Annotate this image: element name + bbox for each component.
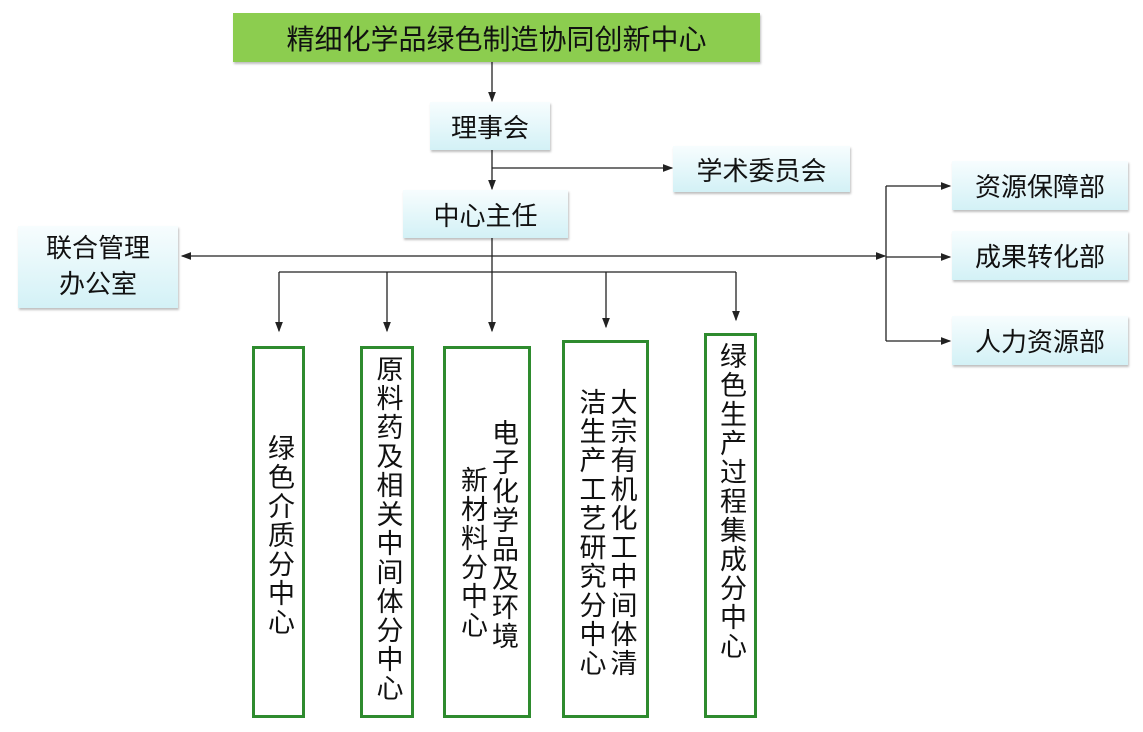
joint-office-box: 联合管理办公室	[18, 226, 178, 308]
department-text: 资源保障部	[974, 173, 1105, 203]
board-text: 理事会	[450, 113, 529, 144]
board-box: 理事会	[430, 102, 550, 150]
sub-center-text: 新材料分中心	[456, 466, 487, 640]
sub-center-text: 绿色介质分中心	[263, 434, 294, 637]
joint-office-text: 联合管理办公室	[45, 233, 150, 300]
sub-center-box: 大宗有机化工中间体清 洁生产工艺研究分中心	[562, 340, 649, 718]
department-box: 成果转化部	[952, 231, 1128, 280]
director-box: 中心主任	[403, 190, 568, 238]
department-box: 资源保障部	[952, 161, 1128, 210]
sub-center-box: 电子化学品及环境 新材料分中心	[443, 346, 531, 718]
sub-center-box: 原料药及相关中间体分中心	[360, 346, 414, 718]
sub-center-box: 绿色生产过程集成分中心	[704, 333, 757, 718]
sub-center-box: 绿色介质分中心	[252, 346, 305, 718]
sub-center-text: 绿色生产过程集成分中心	[715, 342, 746, 661]
sub-center-text: 洁生产工艺研究分中心	[574, 388, 606, 678]
director-text: 中心主任	[433, 201, 538, 232]
sub-center-text: 原料药及相关中间体分中心	[371, 355, 403, 703]
department-text: 人力资源部	[974, 328, 1105, 358]
department-box: 人力资源部	[952, 316, 1128, 365]
academic-committee-text: 学术委员会	[696, 156, 827, 187]
title-text: 精细化学品绿色制造协同创新中心	[286, 22, 707, 56]
department-text: 成果转化部	[974, 243, 1105, 273]
sub-center-text: 大宗有机化工中间体清	[605, 388, 637, 678]
academic-committee-box: 学术委员会	[673, 146, 850, 192]
title-box: 精细化学品绿色制造协同创新中心	[233, 13, 760, 62]
sub-center-text: 电子化学品及环境	[487, 419, 518, 651]
